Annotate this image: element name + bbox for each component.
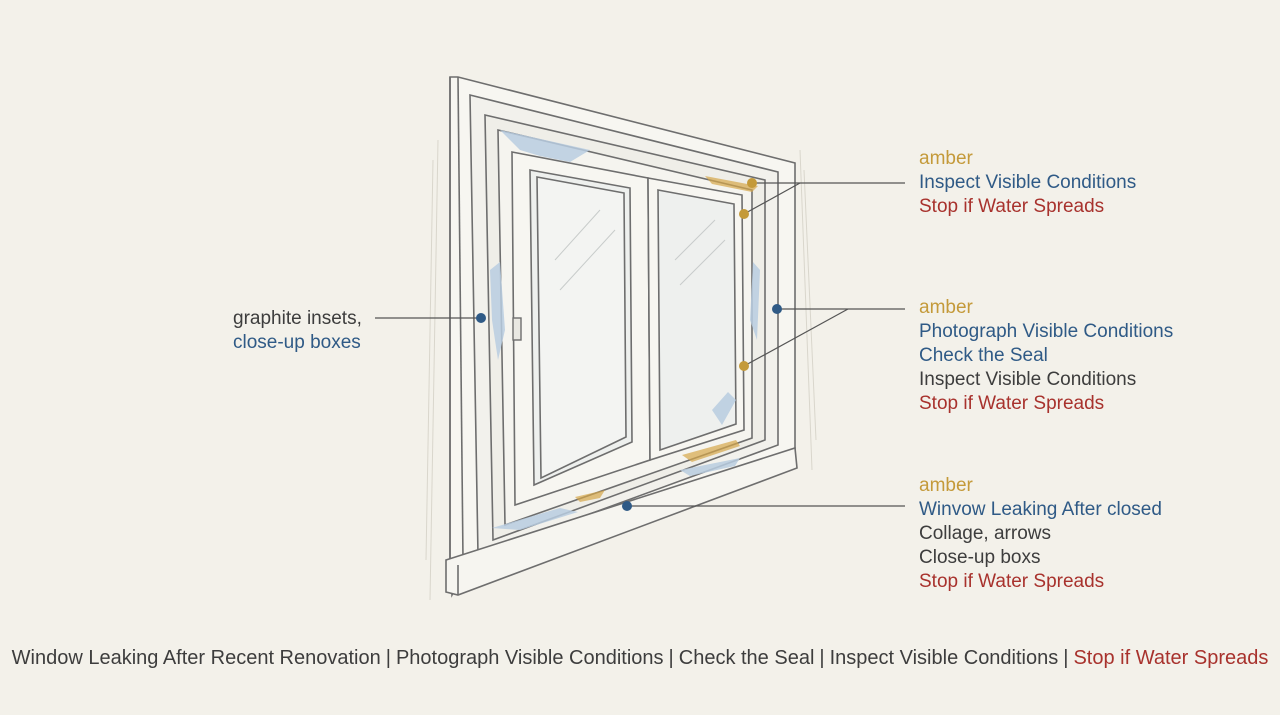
bottom-item-stop: Stop if Water Spreads — [1073, 647, 1269, 669]
bottom-item-photograph: Photograph Visible Conditions — [395, 647, 664, 669]
callout-middle-line-4: Stop if Water Spreads — [919, 393, 1105, 414]
callout-middle-line-3: Inspect Visible Conditions — [919, 369, 1137, 390]
marker-mid-amber — [739, 361, 749, 371]
callout-top: amber Inspect Visible Conditions Stop if… — [919, 147, 1136, 219]
callout-top-line-2: Stop if Water Spreads — [919, 196, 1105, 217]
bottom-separator: | — [819, 647, 825, 669]
callout-bottom-line-2: Collage, arrows — [919, 523, 1051, 544]
bottom-separator: | — [1063, 647, 1069, 669]
bottom-item-title: Window Leaking After Recent Renovation — [11, 647, 381, 669]
marker-mid-blue — [772, 304, 782, 314]
callout-middle-tag: amber — [919, 297, 973, 318]
water-stains — [490, 130, 760, 530]
markers — [476, 178, 782, 511]
wall-sketch-strokes — [425, 139, 817, 601]
leader-lines — [375, 182, 905, 507]
marker-top-amber-1 — [747, 178, 757, 188]
glass-reflections — [554, 209, 726, 291]
leader-top-b — [743, 182, 801, 215]
callout-bottom-line-1: Winvow Leaking After closed — [919, 499, 1162, 520]
left-callout-line-1: graphite insets, — [233, 308, 362, 329]
bottom-item-check-seal: Check the Seal — [678, 647, 815, 669]
leader-mid-b — [743, 308, 849, 367]
amber-stains — [575, 176, 758, 502]
sash-handle — [512, 317, 522, 341]
callout-top-tag: amber — [919, 148, 973, 169]
bottom-separator: | — [385, 647, 391, 669]
marker-top-amber-2 — [739, 209, 749, 219]
marker-left-blue — [476, 313, 486, 323]
callout-top-line-1: Inspect Visible Conditions — [919, 172, 1137, 193]
callout-middle: amber Photograph Visible Conditions Chec… — [919, 296, 1173, 416]
marker-bottom-blue — [622, 501, 632, 511]
callout-bottom: amber Winvow Leaking After closed Collag… — [919, 474, 1162, 594]
bottom-summary-bar: Window Leaking After Recent Renovation|P… — [0, 644, 1280, 672]
bottom-separator: | — [668, 647, 674, 669]
left-sash — [511, 151, 651, 507]
callout-middle-line-2: Check the Seal — [919, 345, 1048, 366]
callout-bottom-tag: amber — [919, 475, 973, 496]
right-sash — [647, 177, 745, 462]
left-callout: graphite insets, close-up boxes — [233, 307, 362, 355]
window-sill — [445, 446, 798, 596]
bottom-item-inspect: Inspect Visible Conditions — [829, 647, 1059, 669]
callout-middle-line-1: Photograph Visible Conditions — [919, 321, 1174, 342]
callout-bottom-line-3: Close-up boxs — [919, 547, 1041, 568]
callout-bottom-line-4: Stop if Water Spreads — [919, 571, 1105, 592]
left-callout-line-2: close-up boxes — [233, 332, 361, 353]
